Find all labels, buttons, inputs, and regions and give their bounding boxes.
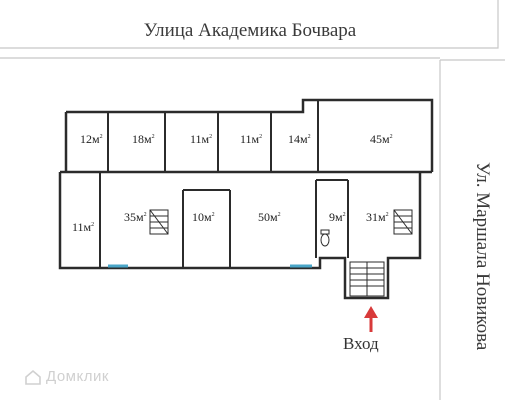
room-9-label: 9м2 <box>329 210 346 225</box>
room-area: 11м <box>190 132 210 146</box>
unit-sup: 2 <box>99 134 103 140</box>
unit-sup: 2 <box>209 134 213 140</box>
room-11a-label: 11м2 <box>190 132 212 147</box>
entrance-arrow <box>364 306 378 332</box>
unit-sup: 2 <box>389 134 393 140</box>
unit-sup: 2 <box>342 212 346 218</box>
room-12-label: 12м2 <box>80 132 103 147</box>
room-area: 45м <box>370 132 390 146</box>
unit-sup: 2 <box>385 212 389 218</box>
room-area: 18м <box>132 132 152 146</box>
room-18-label: 18м2 <box>132 132 155 147</box>
unit-sup: 2 <box>211 212 215 218</box>
room-area: 11м <box>240 132 260 146</box>
room-area: 11м <box>72 220 92 234</box>
home-icon <box>25 369 41 385</box>
watermark: Домклик <box>24 368 109 385</box>
room-11c-label: 11м2 <box>72 220 94 235</box>
outer-walls <box>58 98 434 300</box>
unit-sup: 2 <box>143 212 147 218</box>
unit-sup: 2 <box>307 134 311 140</box>
fixtures <box>320 229 330 247</box>
room-area: 50м <box>258 210 278 224</box>
room-area: 35м <box>124 210 144 224</box>
unit-sup: 2 <box>259 134 263 140</box>
stairs <box>149 209 413 297</box>
room-area: 14м <box>288 132 308 146</box>
room-14-label: 14м2 <box>288 132 311 147</box>
street-right-label: Ул. Маршала Новикова <box>472 162 493 351</box>
room-10-label: 10м2 <box>192 210 215 225</box>
room-area: 12м <box>80 132 100 146</box>
room-area: 10м <box>192 210 212 224</box>
room-50-label: 50м2 <box>258 210 281 225</box>
unit-sup: 2 <box>151 134 155 140</box>
room-31-label: 31м2 <box>366 210 389 225</box>
room-11b-label: 11м2 <box>240 132 262 147</box>
unit-sup: 2 <box>277 212 281 218</box>
room-35-label: 35м2 <box>124 210 147 225</box>
unit-sup: 2 <box>91 222 95 228</box>
street-top-label: Улица Академика Бочвара <box>143 20 357 41</box>
inner-walls <box>99 100 349 268</box>
entrance-label: Вход <box>343 334 379 353</box>
watermark-text: Домклик <box>46 368 109 385</box>
site-boundary <box>0 0 505 400</box>
room-area: 9м <box>329 210 343 224</box>
room-area: 31м <box>366 210 386 224</box>
room-45-label: 45м2 <box>370 132 393 147</box>
